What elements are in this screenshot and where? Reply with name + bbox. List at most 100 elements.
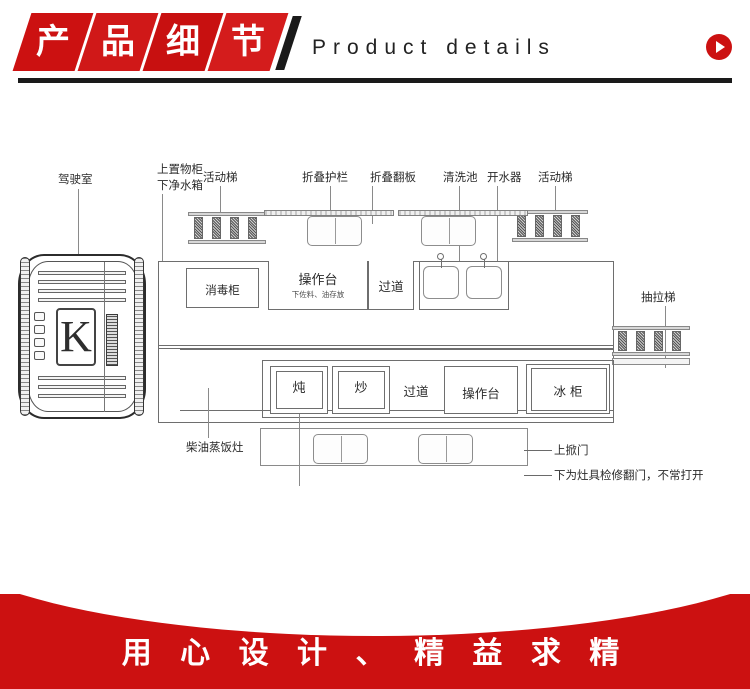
work-bench-upper-sublabel: 下佐料、油存放: [291, 290, 345, 299]
lift-up-door-panel-left: [313, 434, 368, 464]
pull-out-ladder: [612, 326, 690, 356]
stir-fry-stove-module: 炒: [332, 366, 390, 414]
wash-boiler-bay: [419, 261, 509, 310]
ladder-rung: [654, 331, 663, 351]
ladder-rung: [672, 331, 681, 351]
faucet-head-right: [480, 253, 487, 260]
label-wash-basin: 清洗池: [443, 170, 478, 184]
faucet-stem-right: [484, 258, 485, 268]
stew-stove-label: 炖: [292, 381, 306, 396]
label-water-boiler: 开水器: [487, 170, 522, 184]
ladder-rail-bottom: [188, 240, 266, 244]
work-bench-lower-label: 操作台: [462, 386, 500, 401]
vehicle-grille-5: [38, 376, 126, 380]
ladder-rung: [194, 217, 203, 239]
vehicle-grille-2: [38, 280, 126, 284]
vehicle-lamp-2: [34, 325, 45, 334]
footer-slogan: 用 心 设 计 、 精 益 求 精: [121, 636, 629, 671]
vehicle-grille-1: [38, 271, 126, 275]
leader-folding-railing: [330, 186, 331, 212]
leader-movable-ladder-right: [555, 186, 556, 211]
label-folding-railing: 折叠护栏: [302, 170, 348, 184]
wash-basin-left: [423, 266, 459, 299]
vehicle-grille-3: [38, 289, 126, 293]
leader-water-boiler: [497, 186, 498, 268]
label-upper-cabinet: 上置物柜: [157, 162, 203, 176]
label-stove-service-flap: 下为灶具检修翻门，不常打开: [554, 468, 704, 482]
ladder-rung: [535, 215, 544, 237]
vehicle-grille-6: [38, 385, 126, 389]
page-header: 产 品 细 节 Product details: [0, 0, 750, 92]
ladder-rung: [517, 215, 526, 237]
play-circle-icon[interactable]: [706, 34, 732, 60]
leader-cab: [78, 189, 79, 269]
leader-upper-cabinet: [162, 194, 163, 269]
label-pull-out-ladder: 抽拉梯: [641, 290, 676, 304]
page-title-english: Product details: [312, 36, 556, 59]
vehicle-divider-line: [104, 262, 105, 412]
lift-up-door-panel-right: [418, 434, 473, 464]
pull-out-ladder-base: [612, 358, 690, 365]
ladder-rung: [553, 215, 562, 237]
ladder-rung: [230, 217, 239, 239]
food-truck-layout-diagram: 驾驶室 上置物柜 下净水箱 活动梯 折叠护栏 折叠翻板 清洗池 开水器 活动梯: [0, 92, 750, 592]
ladder-rung: [212, 217, 221, 239]
ladder-rung: [618, 331, 627, 351]
freezer-label: 冰 柜: [553, 384, 583, 399]
lift-up-door-frame: [260, 428, 528, 466]
vehicle-lamp-4: [34, 351, 45, 360]
header-tile-char-1: 产: [36, 22, 70, 62]
leader-folding-flap: [372, 186, 373, 224]
ladder-rail-top: [612, 326, 690, 330]
page-footer: 用 心 设 计 、 精 益 求 精: [0, 594, 750, 689]
leader-diesel-rice-steamer: [208, 388, 209, 438]
ladder-rail-bottom: [512, 238, 588, 242]
vehicle-left-side-panel: [20, 257, 30, 416]
work-bench-upper-module: 操作台 下佐料、油存放: [268, 261, 368, 310]
folding-railing-strip-right: [398, 210, 528, 216]
vehicle-lamp-1: [34, 312, 45, 321]
vehicle-right-side-panel: [134, 257, 144, 416]
ladder-rung: [571, 215, 580, 237]
freezer-module: 冰 柜: [526, 364, 610, 414]
stew-stove-module: 炖: [270, 366, 328, 414]
label-cab: 驾驶室: [58, 172, 93, 186]
sterilizer-cabinet-label: 消毒柜: [205, 283, 240, 297]
vehicle-badge-letter: K: [60, 312, 92, 361]
label-movable-ladder-left: 活动梯: [203, 170, 238, 184]
faucet-stem-left: [441, 258, 442, 268]
folding-flap-top-left: [307, 216, 362, 246]
leader-stove-service-flap: [299, 414, 300, 486]
label-lower-water-tank: 下净水箱: [157, 178, 203, 192]
label-lift-up-door: 上掀门: [554, 443, 589, 457]
ladder-rung: [636, 331, 645, 351]
upper-band-divider: [158, 345, 614, 349]
label-folding-flap: 折叠翻板: [370, 170, 416, 184]
movable-ladder-left: [188, 212, 266, 244]
stir-fry-stove-inner: [338, 371, 385, 409]
faucet-head-left: [437, 253, 444, 260]
aisle-upper-label: 过道: [378, 279, 404, 294]
header-tile-char-2: 品: [101, 22, 135, 62]
freezer-inner: [531, 368, 607, 411]
header-tile-char-3: 细: [166, 22, 200, 62]
aisle-upper-module: 过道: [368, 261, 414, 310]
vehicle-grille-4: [38, 298, 126, 302]
stew-stove-inner: [276, 371, 323, 409]
folding-flap-top-right: [421, 216, 476, 246]
leader-lift-up-door: [524, 450, 552, 451]
vehicle-badge-plate: K: [56, 308, 96, 366]
ladder-rung: [248, 217, 257, 239]
leader-pull-out-ladder: [665, 306, 666, 368]
ladder-rail-top: [188, 212, 266, 216]
label-movable-ladder-right: 活动梯: [538, 170, 573, 184]
play-triangle-icon: [716, 41, 725, 53]
header-title-tiles: 产 品 细 节: [12, 13, 289, 71]
sterilizer-cabinet-module: 消毒柜: [186, 268, 259, 308]
vehicle-engine-block: [106, 314, 118, 366]
work-bench-lower-module: 操作台: [444, 366, 518, 414]
lower-equipment-frame: [262, 360, 614, 418]
header-tile-char-4: 节: [231, 22, 265, 62]
stir-fry-stove-label: 炒: [354, 381, 368, 396]
